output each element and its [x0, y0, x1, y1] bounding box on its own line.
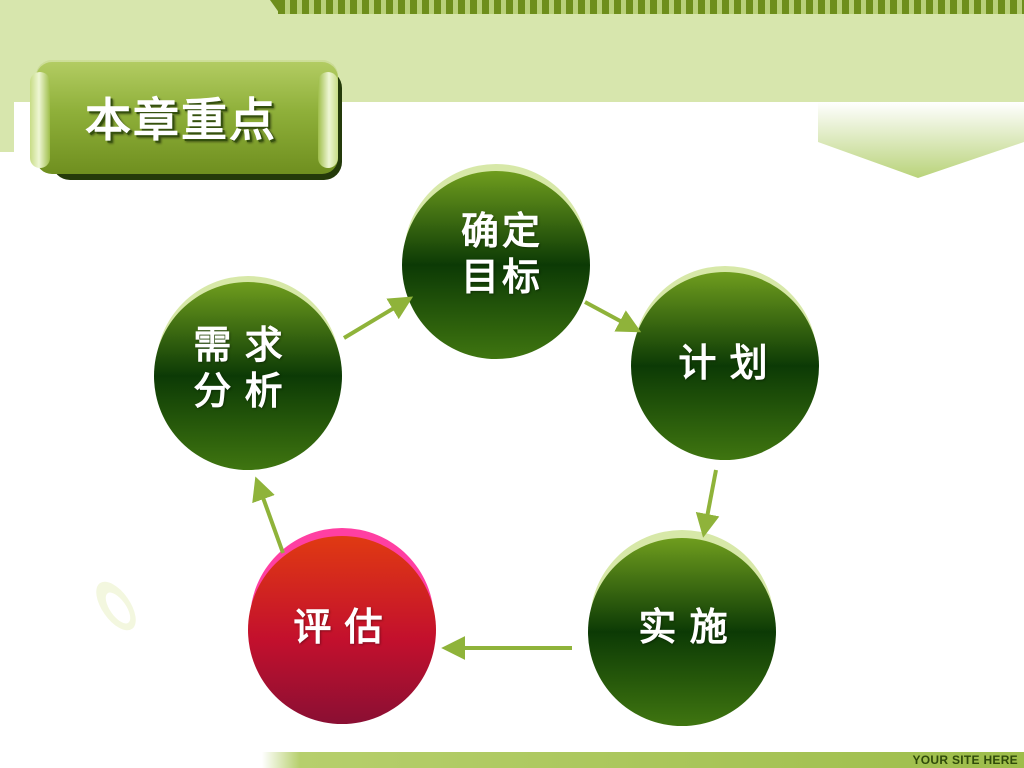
node-label-requirement-analysis: 需 求分 析 — [178, 322, 298, 414]
arrow-evaluate-to-requirement — [252, 476, 285, 554]
node-plan — [631, 266, 819, 460]
node-label-line: 分 析 — [193, 368, 283, 413]
node-label-line: 目标 — [460, 254, 543, 299]
node-requirement-analysis — [154, 276, 342, 470]
corner-ribbon — [818, 102, 1024, 178]
node-evaluate — [248, 528, 436, 724]
node-disc — [588, 538, 776, 726]
top-stripe-pattern — [278, 0, 1024, 14]
node-label-plan: 计 划 — [668, 340, 778, 386]
arrow-confirm-goal-to-plan — [584, 300, 642, 333]
node-label-line: 确定 — [460, 208, 543, 253]
node-disc — [631, 272, 819, 460]
title-plaque — [36, 60, 338, 174]
bottom-band — [0, 752, 1024, 768]
node-label-implement: 实 施 — [628, 604, 738, 650]
node-label-line: 实 施 — [638, 604, 728, 649]
footer-site-text: YOUR SITE HERE — [912, 753, 1018, 767]
node-label-evaluate: 评 估 — [283, 604, 393, 650]
node-implement — [588, 530, 776, 726]
left-edge-band — [0, 102, 14, 152]
arrow-plan-to-implement — [695, 469, 720, 538]
node-disc — [248, 536, 436, 724]
stripe-cap — [270, 0, 280, 14]
node-label-line: 计 划 — [678, 340, 768, 385]
node-label-line: 评 估 — [293, 604, 383, 649]
node-label-confirm-goal: 确定目标 — [456, 208, 548, 300]
page-title: 本章重点 — [85, 93, 277, 147]
title-plaque-right-roll — [318, 72, 338, 168]
arrow-requirement-to-confirm-goal — [342, 296, 414, 340]
node-confirm-goal — [402, 164, 590, 359]
decorative-blob — [96, 581, 136, 631]
node-disc — [402, 171, 590, 359]
node-disc — [154, 282, 342, 470]
title-plaque-left-roll — [30, 72, 50, 168]
node-label-line: 需 求 — [193, 322, 283, 367]
